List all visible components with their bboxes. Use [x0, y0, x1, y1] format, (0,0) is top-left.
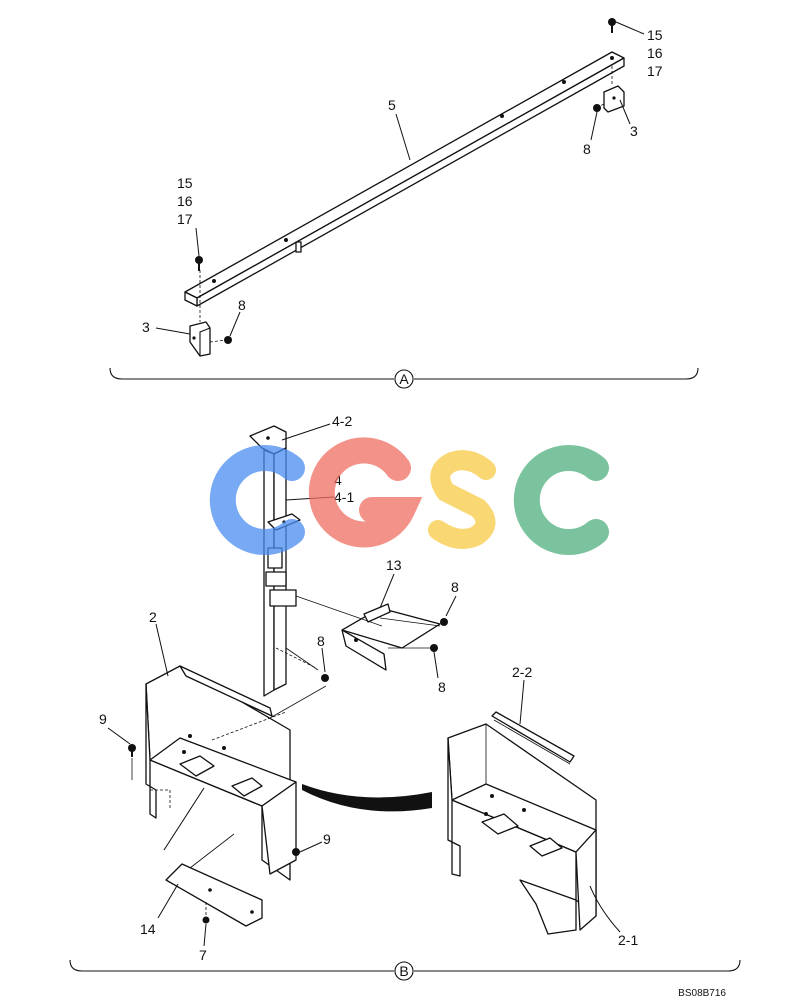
callout-strip-2-2: 2-2: [512, 664, 532, 680]
plate-part-14: [163, 787, 263, 927]
callout-bolt-bracket-bottom-8: 8: [438, 679, 446, 695]
bolt-plate-icon: [202, 916, 210, 924]
callout-hw-left-15: 15: [177, 175, 193, 191]
watermark-logo: [209, 437, 609, 555]
callout-bolt-left-8: 8: [238, 297, 246, 313]
bolt-bracket-bottom-icon: [430, 644, 438, 652]
section-a-callouts: 5 15 16 17 3 8 15 16 17 3 8: [142, 27, 663, 335]
section-b-marker: B: [399, 963, 408, 979]
callout-cover-2: 2: [149, 609, 157, 625]
callout-bracket-left-3: 3: [142, 319, 150, 335]
bolt-cover-right-icon: [292, 848, 300, 856]
cover-detail-part-2-1: [447, 723, 597, 935]
callout-bolt-plate-7: 7: [199, 947, 207, 963]
bolt-bracket-top-icon: [440, 618, 448, 626]
callout-bolt-post-8: 8: [317, 633, 325, 649]
watermark-letter-s-yellow: [428, 450, 496, 549]
drawing-code: BS08B716: [678, 988, 726, 999]
callout-bracket-right-3: 3: [630, 123, 638, 139]
callout-bracket-13: 13: [386, 557, 402, 573]
bolt-right-top-icon: [608, 18, 616, 33]
section-b-callouts: 4-2 4 4-1 13 8 8 8 2 9 9 14 7 2-2 2-1: [99, 413, 638, 963]
section-b-assembly: [128, 425, 597, 935]
bolt-cover-left-icon: [128, 744, 136, 780]
detail-arrow: [302, 784, 432, 812]
bolt-left-side-icon: [224, 336, 232, 344]
section-a-assembly: [184, 18, 625, 357]
section-b-bracket: B: [69, 959, 741, 981]
callout-hw-right-17: 17: [647, 63, 663, 79]
callout-cover-body-2-1: 2-1: [618, 932, 638, 948]
section-b-leaders: [107, 423, 621, 947]
bracket-part-13: [295, 595, 441, 671]
callout-post-4-2: 4-2: [332, 413, 352, 429]
cover-part-2: [145, 665, 327, 881]
callout-bolt-cover-left-9: 9: [99, 711, 107, 727]
bolt-post-icon: [321, 674, 329, 682]
callout-hw-right-15: 15: [647, 27, 663, 43]
watermark-letter-g-red: [308, 437, 423, 548]
callout-hw-left-16: 16: [177, 193, 193, 209]
section-a-marker: A: [399, 371, 409, 387]
bracket-left-part-3: [189, 270, 227, 357]
callout-bolt-cover-right-9: 9: [323, 831, 331, 847]
callout-bolt-right-8: 8: [583, 141, 591, 157]
section-a-leaders: [155, 21, 645, 337]
beam-part-5: [184, 51, 625, 307]
callout-plate-14: 14: [140, 921, 156, 937]
watermark-letter-c-green: [513, 445, 609, 555]
callout-bolt-bracket-top-8: 8: [451, 579, 459, 595]
watermark-letter-c-blue: [209, 445, 305, 555]
callout-post-4: 4: [334, 472, 342, 488]
bolt-right-side-icon: [593, 104, 601, 112]
callout-hw-left-17: 17: [177, 211, 193, 227]
callout-beam-5: 5: [388, 97, 396, 113]
section-a-bracket: A: [109, 367, 699, 389]
strip-part-2-2: [491, 711, 575, 765]
callout-post-4-1: 4-1: [334, 489, 354, 505]
bolt-left-top-icon: [195, 256, 203, 271]
callout-hw-right-16: 16: [647, 45, 663, 61]
